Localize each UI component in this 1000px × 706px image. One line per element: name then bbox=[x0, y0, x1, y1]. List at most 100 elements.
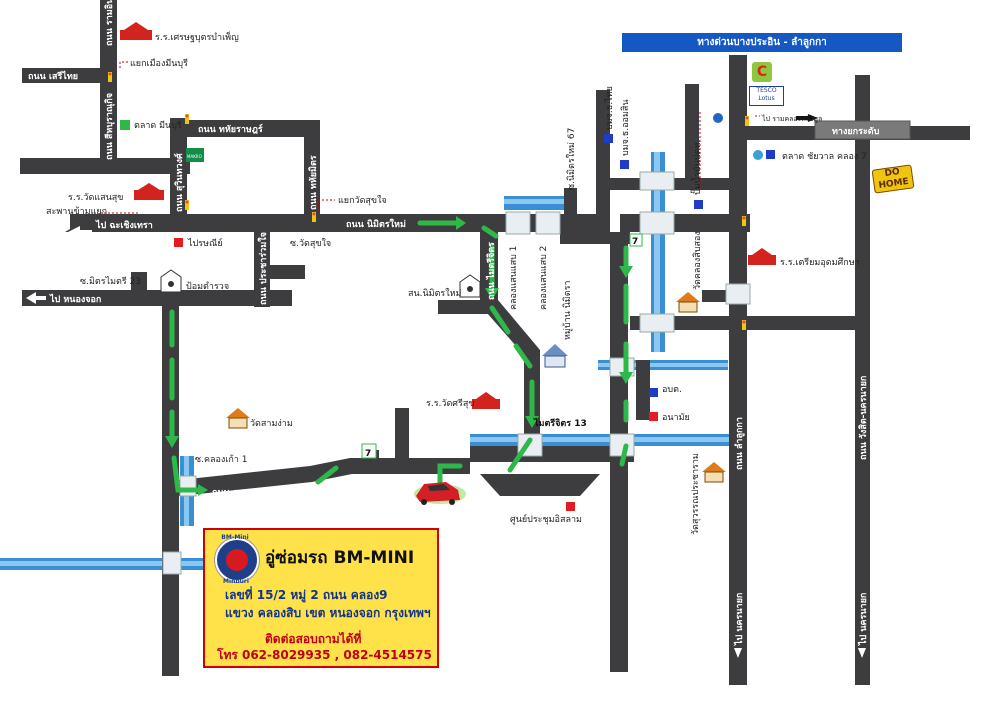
makro-icon bbox=[186, 148, 204, 162]
expressway-banner: ทางด่วนบางประอิน - ลำลูกกา bbox=[622, 33, 902, 52]
traffic-light-icon bbox=[185, 114, 189, 124]
label-obt: อบต. bbox=[662, 385, 682, 395]
arrow-right-icon bbox=[808, 114, 818, 122]
market-icon bbox=[753, 150, 763, 160]
label-si-burapha: ถนน สีหบุราณุกิจ bbox=[104, 93, 115, 160]
label-police: ป้อมตำรวจ bbox=[186, 281, 229, 292]
label-convention: ศูนย์ประชุมอิสลาม bbox=[510, 513, 582, 525]
house-icon bbox=[542, 344, 568, 368]
ptt-icon bbox=[713, 113, 723, 123]
health-marker bbox=[649, 412, 658, 421]
police-icon bbox=[459, 274, 481, 298]
traffic-light-icon bbox=[108, 72, 112, 82]
traffic-light-icons bbox=[108, 72, 749, 330]
label-village: หมู่บ้าน นิมิตรา bbox=[562, 281, 573, 340]
school-icon bbox=[748, 255, 776, 265]
tesco-label: TESCO bbox=[756, 87, 777, 94]
label-bank-2: บมจ.ธ.ออมสิน bbox=[620, 99, 631, 156]
logo-bottom-text: Minburi bbox=[223, 578, 249, 585]
label-mai-charoen: ถนน ไมตรีจิตร bbox=[485, 242, 497, 300]
svg-text:7: 7 bbox=[365, 449, 371, 459]
label-nimit-mai: ถนน นิมิตรใหม่ bbox=[346, 218, 406, 230]
label-bank-1: บมจ.ธ.ไทย bbox=[604, 86, 615, 130]
label-sanphan: สะพานข้ามแยก bbox=[46, 206, 107, 217]
label-wat-sam-ngam: วัดสามง่าม bbox=[250, 419, 293, 429]
label-thahan-rat: ถนน ทหัยราษฎร์ bbox=[198, 123, 263, 135]
label-interchange: ทางยกระดับ bbox=[832, 126, 880, 137]
direction-arrows bbox=[26, 114, 866, 658]
label-suwinthawong: ถนน สุวินทวงศ์ bbox=[173, 153, 185, 212]
card-title: อู่ซ่อมรถ BM-MINI bbox=[265, 548, 415, 568]
school-icon bbox=[134, 190, 164, 200]
label-soi-mitmaitri: ซ.มิตรไมตรี 23 bbox=[80, 276, 141, 287]
bigc-icon: C bbox=[752, 62, 772, 82]
traffic-light-icon bbox=[745, 116, 749, 126]
card-address-2: แขวง คลองสิบ เขต หนองจอก กรุงเทพฯ bbox=[225, 606, 431, 620]
label-school-wat-sri-suk: ร.ร.วัดศรีสุข bbox=[426, 398, 474, 409]
seven-eleven-icon bbox=[361, 443, 377, 459]
label-watsuk-junction: แยกวัดสุขใจ bbox=[338, 195, 387, 206]
roads bbox=[20, 0, 970, 685]
leader-lines bbox=[100, 61, 760, 214]
label-khlong-2: คลองแสนแสบ 2 bbox=[539, 246, 549, 310]
label-khlong-kao: ถนน คลอง เก้า bbox=[212, 487, 271, 498]
lotus-label: Lotus bbox=[758, 95, 775, 102]
label-to-nakhonnayok-1: ไป นครนายก bbox=[733, 593, 745, 646]
label-distance: 800 m bbox=[474, 464, 505, 474]
temple-icons bbox=[226, 292, 726, 483]
arrow-left-icon bbox=[68, 226, 92, 238]
map-labels: ร.ร.เศรษฐบุตรบำเพ็ญ แยกเมืองมีนบุรี ถนน … bbox=[28, 30, 880, 525]
label-gas: ปั๊มน้ำมันปตท. bbox=[690, 140, 703, 195]
info-card: BM-Mini Minburi อู่ซ่อมรถ BM-MINI เลขที่… bbox=[203, 528, 439, 668]
label-health: อนามัย bbox=[662, 413, 690, 423]
label-market-chaiwan: ตลาด ชัยวาล คลอง 7 bbox=[782, 152, 867, 162]
label-seri-thai: ถนน เสรีไทย bbox=[28, 70, 78, 82]
vertical-labels: ถนน รามอินทรา ถนน สีหบุราณุกิจ ถนน สุวิน… bbox=[104, 0, 869, 646]
school-icon bbox=[472, 399, 500, 409]
svg-text:MAKRO: MAKRO bbox=[187, 154, 202, 159]
label-maitri-13: ไมตรีจิตร 13 bbox=[533, 417, 587, 429]
market-chaiwan-marker bbox=[766, 150, 775, 159]
label-to-khlongluang: ไป รามคลองหลังมูล bbox=[761, 114, 822, 123]
card-address-1: เลขที่ 15/2 หมู่ 2 ถนน คลอง9 bbox=[225, 588, 388, 602]
traffic-light-icon bbox=[742, 216, 746, 226]
home-label: HOME bbox=[877, 176, 910, 192]
label-to-nongchok: ไป หนองจอก bbox=[49, 293, 101, 305]
label-lam-luk-ka: ถนน ลำลูกกา bbox=[734, 417, 745, 470]
label-wat-right: วัดสุวรรณประชาราม bbox=[691, 453, 701, 535]
label-to-chachoengsao: ไป ฉะเชิงเทรา bbox=[95, 219, 153, 231]
school-icon bbox=[120, 30, 152, 40]
school-icons bbox=[120, 22, 776, 409]
bm-mini-logo-icon bbox=[215, 538, 259, 582]
label-wat-kham: วัดคลองสิบสอง bbox=[692, 231, 703, 290]
police-icon bbox=[160, 269, 182, 293]
traffic-light-icon bbox=[312, 212, 316, 222]
traffic-light-icon bbox=[185, 200, 189, 210]
label-to-nakhonnayok-2: ไป นครนายก bbox=[857, 593, 869, 646]
svg-text:7: 7 bbox=[632, 237, 638, 247]
logo-top-text: BM-Mini bbox=[221, 534, 249, 541]
label-school-saen-suk: ร.ร.วัดแสนสุข bbox=[68, 193, 123, 203]
market-marker bbox=[120, 120, 130, 130]
label-khlong-9: ถนน คลอง 9 bbox=[540, 464, 592, 474]
car-icon bbox=[414, 482, 466, 505]
arrow-down-icon bbox=[858, 648, 866, 658]
police-icons bbox=[160, 269, 481, 298]
label-minburi-junction: แยกเมืองมีนบุรี bbox=[130, 58, 188, 69]
label-wisit: ถนน วังสิต-นครนายก bbox=[858, 376, 869, 460]
seven-eleven-icon bbox=[629, 233, 643, 247]
bank-marker bbox=[604, 134, 613, 143]
post-office-marker bbox=[174, 238, 183, 247]
label-school-setthabut: ร.ร.เศรษฐบุตรบำเพ็ญ bbox=[155, 30, 239, 43]
traffic-light-icon bbox=[742, 320, 746, 330]
arrow-down-icon bbox=[734, 648, 742, 658]
label-market: ตลาด มีนบุรี bbox=[134, 120, 182, 131]
label-nimit-police: สน.นิมิตรใหม่ bbox=[408, 288, 462, 299]
obt-marker bbox=[649, 388, 658, 397]
markers bbox=[120, 113, 775, 511]
label-school-triam: ร.ร.เตรียมอุดมศึกษา bbox=[780, 257, 860, 268]
arrow-left-icon bbox=[26, 292, 46, 304]
label-soi-khlong-9-1: ซ.คลองเก้า 1 bbox=[195, 454, 247, 465]
label-ram-intra: ถนน รามอินทรา bbox=[104, 0, 115, 46]
